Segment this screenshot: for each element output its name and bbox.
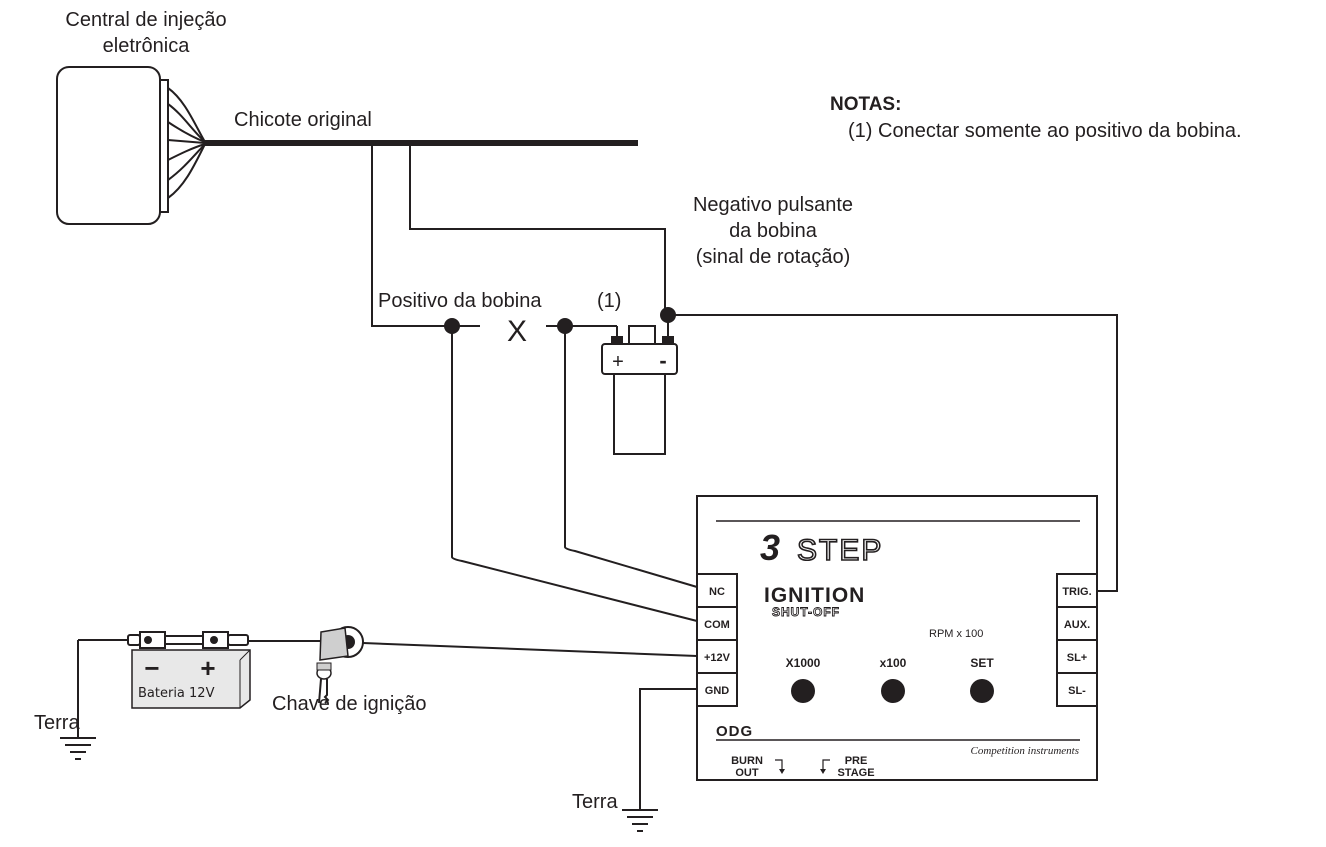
pin-12v-label: +12V xyxy=(704,652,731,664)
coil-negative-label-3: (sinal de rotação) xyxy=(696,246,851,268)
ignition-coil xyxy=(601,325,678,455)
battery-cables xyxy=(127,631,249,649)
battery xyxy=(131,649,251,709)
ground-label-left: Terra xyxy=(34,712,80,734)
pin-slminus-box xyxy=(1056,672,1098,707)
harness-label: Chicote original xyxy=(234,109,372,131)
module-tagline: Competition instruments xyxy=(971,745,1079,757)
battery-label: Bateria 12V xyxy=(138,686,215,701)
note-reference: (1) xyxy=(597,290,621,312)
module-subtitle-ignition: IGNITION xyxy=(764,584,865,607)
knob-label-set: SET xyxy=(970,656,994,670)
coil-negative-label-1: Negativo pulsante xyxy=(693,194,853,216)
knob-label-x100: x100 xyxy=(880,656,907,670)
cut-mark: X xyxy=(507,315,527,348)
com-wire xyxy=(451,326,698,622)
module-maker-logo: ODG xyxy=(716,723,753,740)
pin-trig-label: TRIG. xyxy=(1062,586,1091,598)
ecu-label-line1: Central de injeção xyxy=(65,9,226,31)
knob-label-x1000: X1000 xyxy=(786,656,821,670)
pin-slplus-label: SL+ xyxy=(1067,652,1087,664)
ground-symbol-left xyxy=(60,737,96,760)
ignition-key-label: Chave de ignição xyxy=(272,693,427,715)
pin-aux-box xyxy=(1056,606,1098,641)
notes-title: NOTAS: xyxy=(830,94,901,115)
ground-symbol-bottom xyxy=(622,809,658,832)
note-1: (1) Conectar somente ao positivo da bobi… xyxy=(848,120,1242,142)
coil-plus-sign: + xyxy=(612,351,624,373)
gnd-wire xyxy=(639,688,697,810)
knob-x1000[interactable] xyxy=(791,679,815,703)
pin-aux-label: AUX. xyxy=(1064,619,1090,631)
ground-label-bottom: Terra xyxy=(572,791,618,813)
coil-minus-sign: - xyxy=(659,348,666,373)
left-pin-group xyxy=(696,573,738,707)
pin-com-box xyxy=(696,606,738,641)
pin-gnd-box xyxy=(696,672,738,707)
coil-positive-label: Positivo da bobina xyxy=(378,290,542,312)
right-pin-group xyxy=(1056,573,1098,707)
coil-positive-wire xyxy=(371,145,452,327)
module-body xyxy=(696,495,1098,781)
plus12v-wire xyxy=(362,642,698,657)
trig-wire xyxy=(668,314,1118,592)
pre-stage-label-2: STAGE xyxy=(837,767,874,779)
pin-nc-box xyxy=(696,573,738,608)
burn-arrow-icon xyxy=(775,759,783,771)
three-step-module xyxy=(696,495,1098,781)
battery-minus-sign: − xyxy=(144,653,159,683)
pin-slplus-box xyxy=(1056,639,1098,674)
coil-negative-label-2: da bobina xyxy=(729,220,818,242)
module-brand-word: STEP xyxy=(797,534,883,567)
ecu-label-line2: eletrônica xyxy=(103,35,191,57)
pin-slminus-label: SL- xyxy=(1068,685,1086,697)
knob-set[interactable] xyxy=(970,679,994,703)
pre-stage-label-1: PRE xyxy=(845,755,868,767)
pre-stage-arrow-icon xyxy=(822,759,830,771)
battery-plus-sign: + xyxy=(200,653,215,683)
burn-label-2: OUT xyxy=(735,767,759,779)
pin-trig-box xyxy=(1056,573,1098,608)
ecu-unit xyxy=(56,66,206,225)
coil-negative-wire xyxy=(409,145,666,314)
module-subtitle-shutoff: SHUT-OFF xyxy=(772,605,840,619)
module-brand-number: 3 xyxy=(760,527,780,568)
pin-gnd-label: GND xyxy=(705,685,730,697)
pin-com-label: COM xyxy=(704,619,730,631)
pin-nc-label: NC xyxy=(709,586,725,598)
knob-x100[interactable] xyxy=(881,679,905,703)
burn-label-1: BURN xyxy=(731,755,763,767)
module-rpm-label: RPM x 100 xyxy=(929,628,983,640)
nc-wire xyxy=(564,326,698,588)
ignition-key-icon xyxy=(316,626,364,704)
